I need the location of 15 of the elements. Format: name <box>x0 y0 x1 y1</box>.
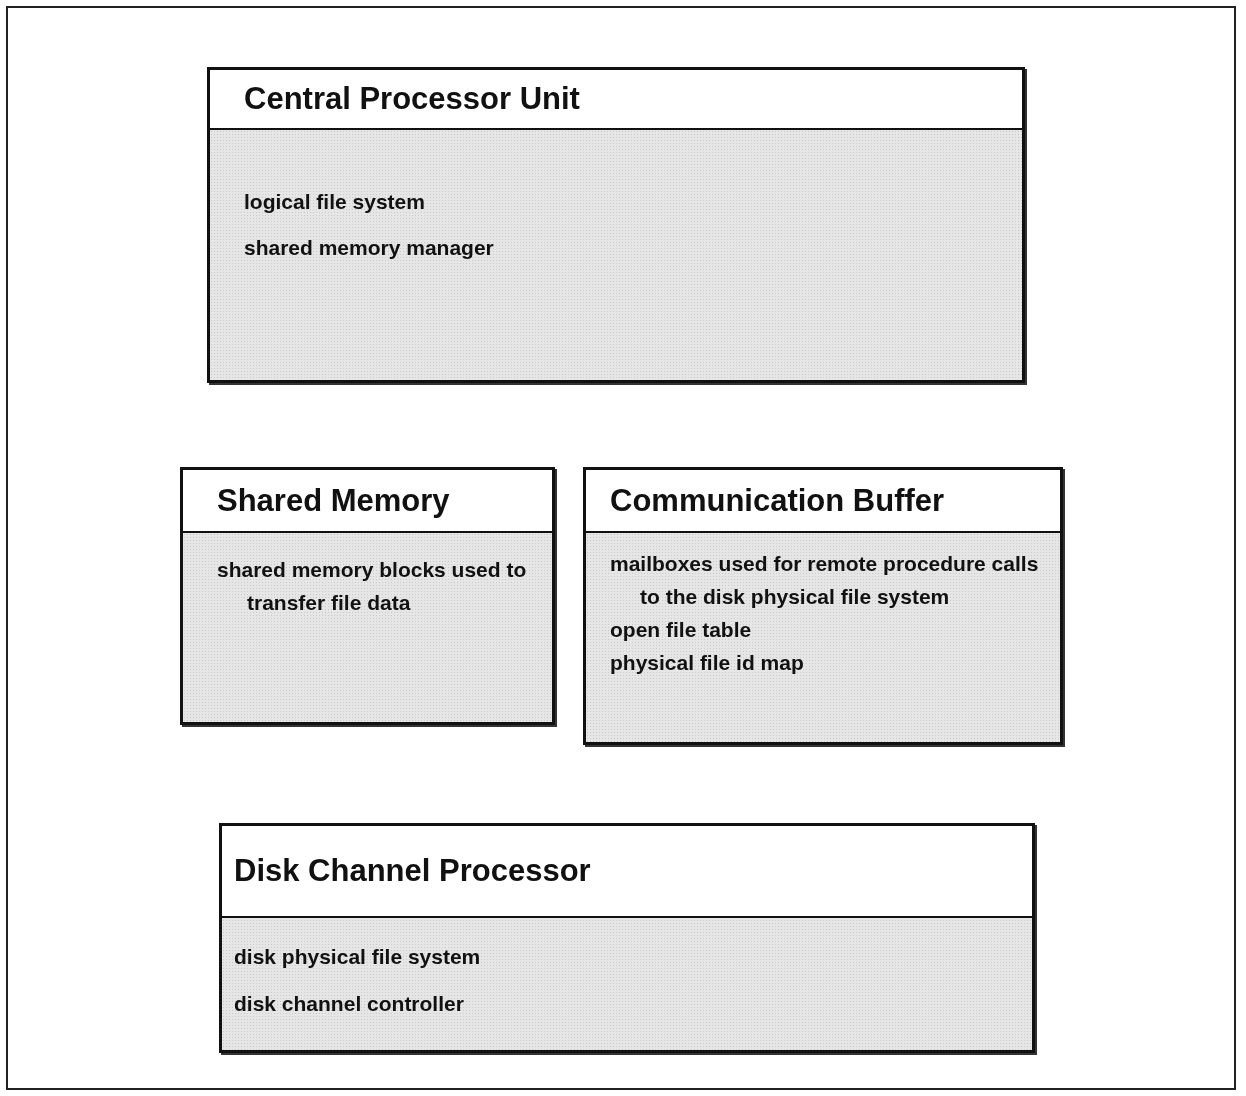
box-text: shared memory blocks used to transfer file data <box>217 557 528 616</box>
component-box <box>219 823 1035 1053</box>
component-box <box>207 67 1025 383</box>
box-text: logical file system <box>244 189 426 215</box>
box-heading: Communication Buffer <box>586 470 1060 533</box>
box-text: disk channel controller <box>234 991 465 1017</box>
box-text: open file table <box>610 617 753 643</box>
box-heading: Disk Channel Processor <box>222 826 1032 918</box>
box-text: disk physical file system <box>234 944 482 970</box>
box-text: physical file id map <box>610 650 805 676</box>
component-box <box>583 467 1063 745</box>
box-heading: Shared Memory <box>183 470 552 533</box>
component-box <box>180 467 555 725</box>
box-heading: Central Processor Unit <box>210 70 1022 130</box>
box-text: shared memory manager <box>244 235 495 261</box>
